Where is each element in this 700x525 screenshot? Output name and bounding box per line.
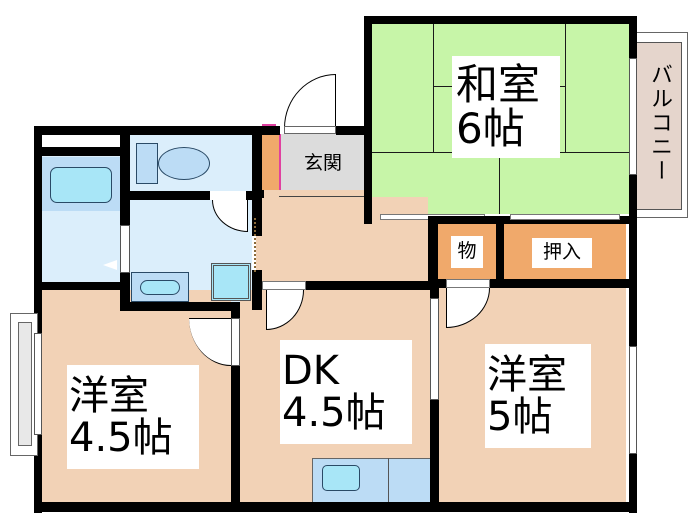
wall	[246, 191, 256, 200]
room-size: 4.5帖	[282, 390, 386, 436]
label-balcony: バルコニー	[640, 58, 678, 188]
kitchen-divider	[388, 458, 389, 502]
wall	[252, 270, 262, 310]
toilet-tank-icon	[136, 143, 158, 184]
wall	[364, 16, 372, 222]
label-washitsu: 和室 6帖	[452, 56, 560, 158]
label-mono: 物	[451, 236, 483, 268]
label-oshiire: 押入	[532, 238, 592, 268]
room-size: 4.5帖	[69, 415, 173, 461]
bath-door[interactable]	[120, 225, 130, 273]
youshitsu-right-threshold	[446, 279, 490, 288]
kitchen-sink-icon	[322, 465, 360, 491]
wall	[42, 147, 122, 156]
wall	[120, 302, 240, 311]
sink-icon	[140, 280, 180, 295]
label-genkan: 玄関	[292, 148, 354, 180]
wall	[364, 214, 372, 224]
shoe-closet	[262, 134, 281, 192]
wall	[336, 126, 372, 135]
room-balcony	[636, 42, 682, 210]
wall	[120, 126, 130, 306]
wall	[264, 126, 280, 135]
room-name: 物	[457, 240, 477, 263]
wall	[34, 126, 264, 135]
label-dk: DK 4.5帖	[280, 340, 412, 444]
window	[629, 346, 637, 454]
left-window-inner	[18, 322, 32, 446]
wall	[428, 216, 438, 288]
room-name: 和室	[456, 59, 541, 109]
room-name: 洋室	[69, 373, 149, 419]
room-name: DK	[282, 348, 340, 394]
room-size: 5帖	[487, 394, 553, 440]
room-name: 玄関	[303, 152, 342, 175]
tatami-line	[433, 24, 434, 152]
window	[430, 298, 439, 400]
bath-strip	[42, 135, 120, 147]
entrance-door[interactable]	[284, 74, 336, 128]
window	[629, 58, 637, 175]
wall	[430, 216, 630, 224]
washing-machine-icon	[211, 263, 251, 301]
wall	[629, 16, 637, 58]
room-name: 洋室	[487, 352, 567, 398]
entrance-threshold	[284, 126, 336, 134]
wall	[231, 302, 240, 507]
toilet-bowl-icon	[158, 147, 210, 180]
room-name: バルコニー	[647, 63, 672, 183]
pink-marker	[262, 124, 276, 126]
room-size: 6帖	[456, 104, 525, 153]
wall	[306, 281, 431, 290]
wall	[629, 175, 637, 513]
wall	[34, 126, 42, 513]
room-genkan	[279, 134, 364, 197]
wall	[364, 16, 637, 24]
wall	[130, 191, 210, 200]
wall	[428, 279, 631, 288]
wall	[42, 282, 122, 290]
wall	[252, 126, 262, 236]
window	[34, 333, 42, 435]
label-youshitsu-right: 洋室 5帖	[485, 344, 591, 448]
dk-door-threshold	[262, 281, 306, 290]
washroom-sliding	[254, 218, 256, 272]
youshitsu-left-door-frame	[231, 318, 240, 366]
room-corridor	[256, 197, 428, 281]
sliding-door	[510, 214, 620, 220]
genkan-step	[279, 196, 364, 197]
wall	[262, 190, 264, 198]
room-name: 押入	[542, 241, 581, 264]
room-corridor-ext	[256, 190, 364, 200]
label-youshitsu-left: 洋室 4.5帖	[67, 365, 199, 469]
wall	[496, 216, 504, 282]
bath-door-marker	[103, 260, 117, 270]
bathtub-icon	[50, 167, 112, 203]
tatami-line	[565, 24, 566, 152]
tatami-line	[499, 152, 500, 214]
wall	[34, 502, 637, 512]
